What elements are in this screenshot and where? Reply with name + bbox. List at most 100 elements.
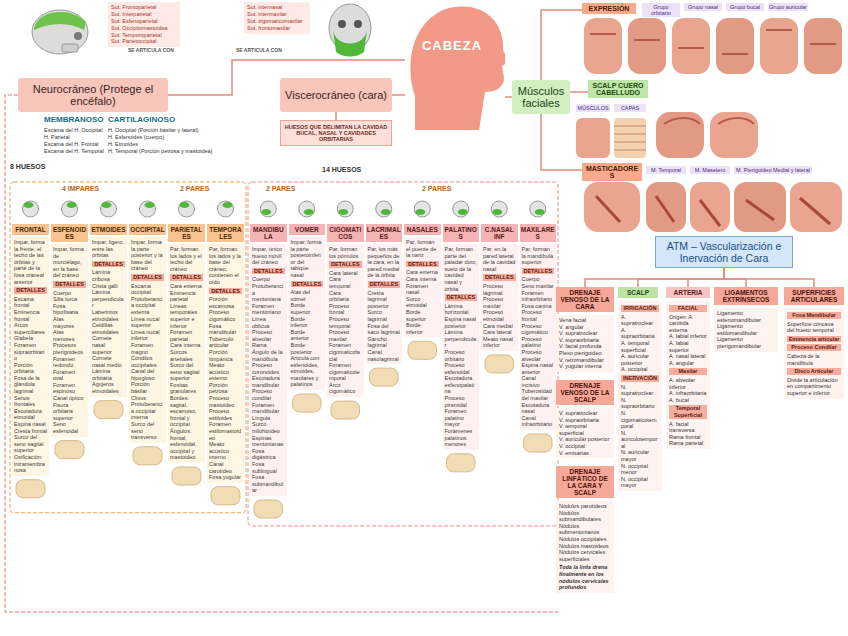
node-text: Cara lateral	[329, 270, 362, 277]
bone-details: Impar, forma la frente, el techo de las …	[12, 237, 49, 476]
node-text: Disco Articular	[787, 368, 841, 375]
connector	[541, 114, 582, 170]
node-text: Proceso piramidal	[445, 395, 478, 408]
node-text: Surcos arteriales	[170, 349, 203, 362]
detail-list: Nódulos parotídeosNódulos submandibulare…	[556, 501, 614, 593]
label-text: SE ARTICULA CON	[236, 47, 282, 53]
node-text: V. retromandibular	[559, 357, 611, 364]
bone-header: NASALES	[404, 224, 441, 235]
node-text: Impar, forma la parte posteroinferior de…	[291, 239, 324, 279]
bone-header: PALATINOS	[443, 224, 480, 242]
bone-picture	[447, 454, 476, 472]
bone-details: Impar, único hueso móvil del cráneoDETAL…	[250, 244, 287, 496]
node-text: N. supratroclear	[621, 384, 659, 397]
node-text: Proceso frontal	[522, 309, 555, 322]
label-text: H. Etmoides	[108, 141, 138, 147]
section-tag: EXPRESIÓN	[582, 3, 636, 14]
node-text: Par, forman parte del paladar duro, suel…	[445, 246, 478, 292]
label-text: 4 IMPARES	[60, 185, 101, 192]
node-text: Cara interna	[170, 342, 203, 349]
node-text: ATM – Vascularización e Inervación de Ca…	[659, 240, 789, 264]
bone-picture	[172, 467, 201, 485]
bone-picture	[133, 447, 162, 465]
node-text: V. angular	[559, 324, 611, 331]
node-text: DETALLES	[483, 274, 516, 281]
node-text: Líneas temporales superior e inferior	[170, 303, 203, 329]
node-text: Ángulos: frontal, esfenoidal, occipital …	[170, 428, 203, 461]
node-text: N. occipital mayor	[621, 476, 659, 489]
node-text: Proceso temporal	[329, 316, 362, 329]
node-text: Neurocráneo (Protege el encéfalo)	[22, 83, 164, 107]
frame-line	[5, 95, 558, 612]
node-text: M. Pterigoideo Medial y lateral	[735, 167, 811, 173]
node-text: ARTERIA	[668, 289, 708, 296]
expression-muscle-pictures	[584, 18, 842, 74]
node-text: Borde superior	[406, 309, 439, 322]
node-text: N. supraorbitario	[621, 397, 659, 410]
bone-header: OCCIPITAL	[129, 224, 166, 235]
label-text: Escama del H. Occipital	[44, 127, 102, 133]
bone-header: C.NASAL INF	[481, 224, 518, 242]
node-text: Escotadura nasal	[522, 402, 555, 415]
bone-details: Impar, forma la parte posterior y la bas…	[129, 237, 166, 443]
node-text: Fosa digástrica	[252, 448, 285, 461]
bone-picture	[211, 487, 240, 505]
node-text: Tuberosidad del maxilar	[522, 388, 555, 401]
node-text: V. facial profunda	[559, 343, 611, 350]
group-tag: Grupo auricular	[768, 3, 808, 11]
node-text: Grupo orbitario	[643, 4, 679, 16]
bone-picture	[408, 341, 437, 359]
bone-picture	[293, 394, 322, 412]
skull-illustration	[32, 10, 88, 54]
detail-list: IRRIGACIÓNA. supratroclearA. supraorbita…	[618, 301, 662, 491]
node-text: Lámina cribosa	[92, 269, 125, 282]
label-text: 2 PARES	[178, 185, 211, 192]
node-text: Osificación: intramembranosa	[14, 454, 47, 474]
node-text: Sut. frontomaxilar	[247, 25, 307, 32]
node-text: Forámenes palatinos menores	[445, 428, 478, 448]
node-text: Canal incisivo	[522, 375, 555, 388]
section-tag: MASTICADORES	[582, 163, 642, 181]
node-text: Borde inferior	[291, 316, 324, 329]
skull-icon	[414, 201, 430, 217]
node-text: A. infraorbitaria	[669, 390, 707, 397]
node-text: Canal carotídeo	[209, 461, 242, 474]
node-text: Sut. Parietoccipital	[111, 38, 177, 45]
node-text: Senos frontales	[14, 395, 47, 408]
node-text: MAXILARES	[521, 226, 556, 240]
node-text: Par, en la pared lateral de la cavidad n…	[483, 246, 516, 272]
section-header: LIGAMENTOS EXTRÍNSECOS	[714, 287, 778, 305]
node-text: DETALLES	[406, 261, 439, 268]
node-text: VOMER	[290, 226, 325, 233]
node-text: MASTICADORES	[584, 165, 640, 179]
node-text: Cara lateral	[483, 329, 516, 336]
node-text: Porción escamosa	[209, 296, 242, 309]
node-text: Foramen supraorbitario	[14, 342, 47, 362]
node-text: Espina nasal	[14, 421, 47, 428]
node-text: Borde superior	[291, 302, 324, 315]
node-text: Ligamento pterigomandibular	[717, 336, 775, 349]
node-text: V. yugular interna	[559, 363, 611, 370]
node-text: Laberintos etmoidales	[92, 309, 125, 322]
head-outline	[410, 6, 505, 130]
node-text: DETALLES	[368, 281, 401, 288]
node-text: Cara interna	[406, 276, 439, 283]
node-text: Língula	[252, 415, 285, 422]
node-text: Alas menores	[53, 329, 86, 342]
label-text: 14 HUESOS	[322, 166, 361, 173]
bone-picture	[94, 401, 123, 419]
connector	[541, 10, 582, 80]
node-text: N. occipital menor	[621, 463, 659, 476]
node-text: Escotadura etmoidal	[14, 408, 47, 421]
node-text: Par, forman los lados y la base del crán…	[209, 246, 242, 286]
node-text: Par, forman la mandíbula superior	[522, 246, 555, 266]
node-text: Porción timpánica	[209, 349, 242, 362]
node-text: Proceso etmoidal	[483, 309, 516, 322]
label-text: 8 HUESOS	[10, 163, 45, 170]
skull-icon	[101, 201, 117, 217]
node-text: V. temporal superficial	[559, 423, 611, 436]
label-text: H. Temporal (Porción petrosa y mastoidea…	[108, 148, 212, 154]
node-text: M. Masetero	[691, 167, 729, 173]
label-text: H. Occipital (Porción basilar y lateral)	[108, 127, 198, 133]
